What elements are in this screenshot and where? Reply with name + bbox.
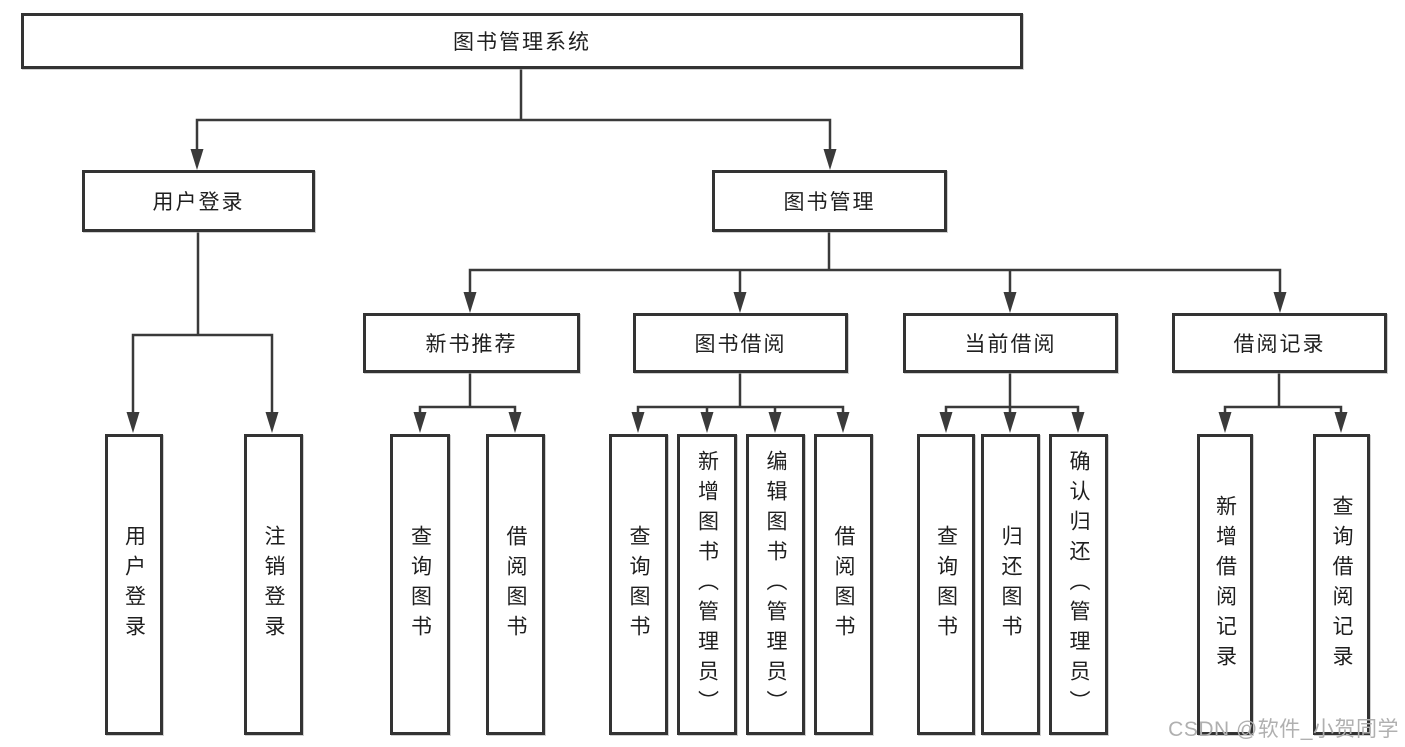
leaf-confirm-return-admin: 确认归还（管理员）: [1049, 434, 1108, 735]
leaf-edit-books-admin: 编辑图书（管理员）: [746, 434, 805, 735]
node-label: 查询借阅记录: [1330, 494, 1354, 675]
node-label: 新书推荐: [425, 333, 518, 356]
node-label: 图书管理系统: [453, 31, 591, 54]
node-label: 查询图书: [934, 524, 958, 645]
node-label: 用户登录: [152, 191, 245, 214]
leaf-borrow-books: 借阅图书: [814, 434, 873, 735]
node-current-borrow: 当前借阅: [903, 313, 1118, 373]
node-label: 图书管理: [783, 191, 876, 214]
node-label: 当前借阅: [964, 333, 1057, 356]
node-label: 借阅记录: [1233, 333, 1326, 356]
node-label: 确认归还（管理员）: [1067, 449, 1091, 720]
leaf-user-login: 用户登录: [105, 434, 163, 735]
leaf-add-books-admin: 新增图书（管理员）: [677, 434, 737, 735]
leaf-query-books: 查询图书: [609, 434, 668, 735]
node-label: 图书借阅: [694, 333, 787, 356]
node-user-login: 用户登录: [82, 170, 315, 232]
node-borrow-records: 借阅记录: [1172, 313, 1387, 373]
node-label: 归还图书: [999, 524, 1023, 645]
leaf-query-borrow-record: 查询借阅记录: [1313, 434, 1370, 735]
node-label: 借阅图书: [832, 524, 856, 645]
node-new-book-recommend: 新书推荐: [363, 313, 580, 373]
node-label: 用户登录: [122, 524, 146, 645]
node-book-borrow: 图书借阅: [633, 313, 848, 373]
node-label: 编辑图书（管理员）: [764, 449, 788, 720]
csdn-watermark: CSDN @软件_小贺同学: [1168, 718, 1399, 741]
leaf-add-borrow-record: 新增借阅记录: [1197, 434, 1253, 735]
leaf-logout: 注销登录: [244, 434, 303, 735]
node-label: 新增图书（管理员）: [695, 449, 719, 720]
node-label: 查询图书: [627, 524, 651, 645]
leaf-query-books: 查询图书: [917, 434, 975, 735]
leaf-return-books: 归还图书: [981, 434, 1040, 735]
node-label: 注销登录: [262, 524, 286, 645]
leaf-query-books: 查询图书: [390, 434, 450, 735]
node-label: 新增借阅记录: [1213, 494, 1237, 675]
node-label: 借阅图书: [504, 524, 528, 645]
node-book-management: 图书管理: [712, 170, 947, 232]
node-root-system: 图书管理系统: [21, 13, 1023, 69]
node-label: 查询图书: [408, 524, 432, 645]
leaf-borrow-books: 借阅图书: [486, 434, 545, 735]
